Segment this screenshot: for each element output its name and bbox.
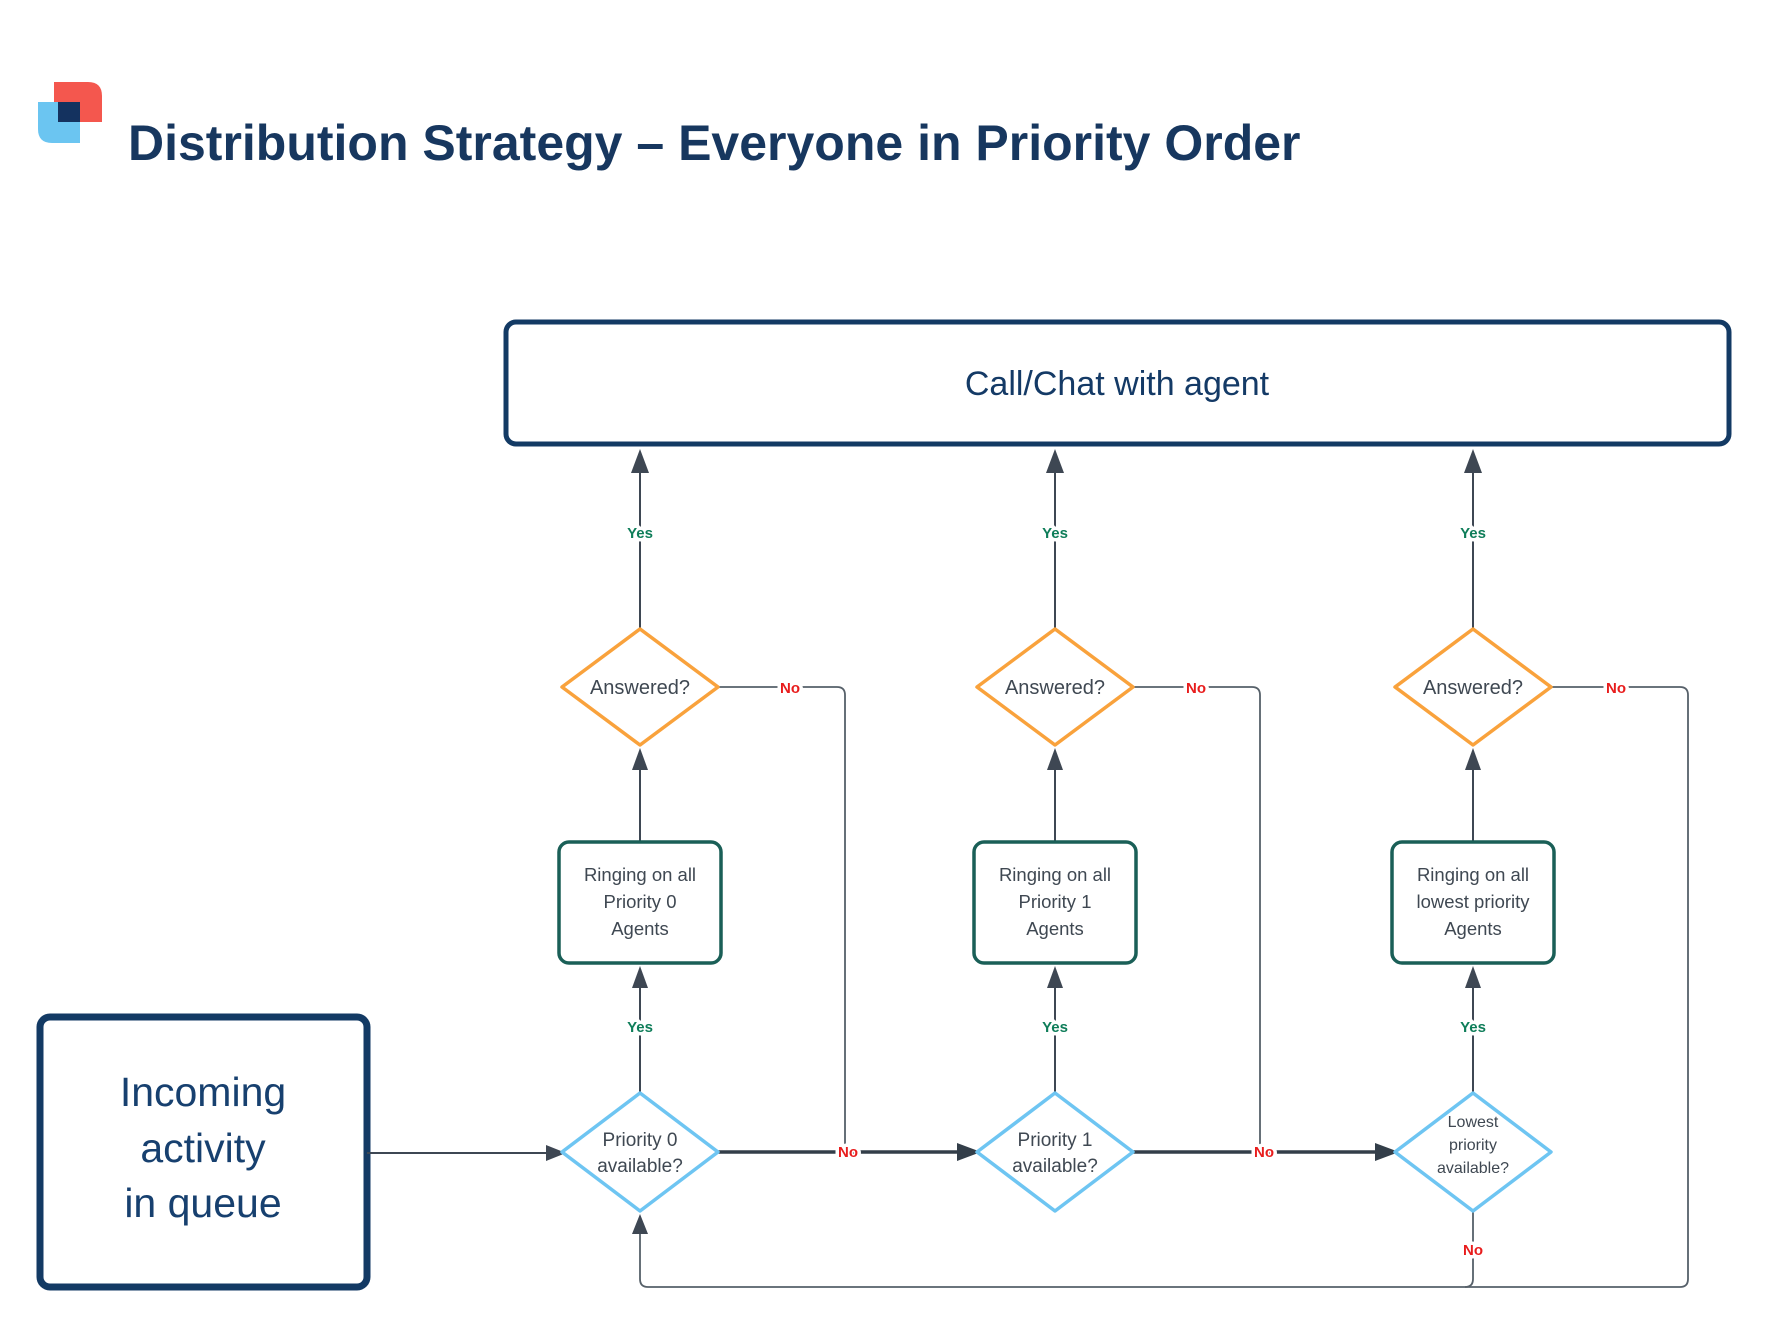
no-label-answered1: No — [780, 680, 800, 697]
no-loop-answered3-return — [639, 686, 1689, 1288]
arrowhead-callchat-3 — [1464, 449, 1482, 473]
no-loop-answered1 — [718, 686, 846, 1150]
call-chat-node — [503, 319, 1732, 447]
ringing-priority1-node — [972, 840, 1138, 965]
ringing1-line3: Agents — [611, 918, 669, 939]
arrowhead-answered1 — [632, 748, 648, 770]
ringing1-line2: Priority 0 — [604, 891, 677, 912]
priority1-available-diamond — [975, 1091, 1135, 1213]
p0-label-line2: available? — [597, 1156, 683, 1177]
page-title: Distribution Strategy – Everyone in Prio… — [128, 115, 1301, 171]
ringing3-line1: Ringing on all — [1417, 864, 1529, 885]
incoming-activity-line3: in queue — [124, 1180, 281, 1226]
ringing3-line2: lowest priority — [1416, 891, 1530, 912]
no-label-p1: No — [1254, 1144, 1274, 1161]
arrowhead-callchat-2 — [1046, 449, 1064, 473]
p1-label-line2: available? — [1012, 1156, 1098, 1177]
yes-label-lowest: Yes — [1460, 1019, 1486, 1036]
arrowhead-callchat-1 — [631, 449, 649, 473]
arrowhead-into-p1 — [957, 1143, 981, 1161]
no-label-answered2: No — [1186, 680, 1206, 697]
ringing2-line2: Priority 1 — [1019, 891, 1092, 912]
arrowhead-ring3 — [1465, 966, 1481, 988]
column-priority0: Yes Answered? No Ringing on all Priority… — [557, 449, 862, 1213]
no-label-answered3: No — [1606, 680, 1626, 697]
lowest-label-line3: available? — [1437, 1160, 1509, 1177]
no-loop-answered2 — [1133, 686, 1261, 1150]
arrowhead-answered3 — [1465, 748, 1481, 770]
lowest-label-line1: Lowest — [1448, 1114, 1499, 1131]
call-chat-label: Call/Chat with agent — [965, 365, 1270, 403]
priority0-available-diamond — [560, 1091, 720, 1213]
ringing-lowest-node — [1390, 840, 1556, 965]
lowest-label-line2: priority — [1449, 1137, 1497, 1154]
incoming-activity-line1: Incoming — [120, 1069, 286, 1115]
answered2-diamond — [975, 627, 1135, 747]
no-label-p0: No — [838, 1144, 858, 1161]
p0-label-line1: Priority 0 — [603, 1130, 678, 1151]
logo-navy-square — [58, 102, 80, 122]
yes-label-p1: Yes — [1042, 1019, 1068, 1036]
arrowhead-into-lowest — [1375, 1143, 1399, 1161]
column-lowest-priority: Yes Answered? No Ringing on all lowest p… — [1390, 449, 1630, 1263]
arrowhead-answered2 — [1047, 748, 1063, 770]
answered2-label: Answered? — [1005, 677, 1105, 699]
ringing2-line3: Agents — [1026, 918, 1084, 939]
yes-label-answered3: Yes — [1460, 525, 1486, 542]
brand-logo-icon — [38, 82, 102, 143]
answered3-diamond — [1393, 627, 1553, 747]
column-priority1: Yes Answered? No Ringing on all Priority… — [972, 449, 1278, 1213]
incoming-activity-line2: activity — [140, 1125, 266, 1171]
ringing1-line1: Ringing on all — [584, 864, 696, 885]
p1-label-line1: Priority 1 — [1018, 1130, 1093, 1151]
yes-label-answered2: Yes — [1042, 525, 1068, 542]
ringing2-line1: Ringing on all — [999, 864, 1111, 885]
arrowhead-ring1 — [632, 966, 648, 988]
yes-label-p0: Yes — [627, 1019, 653, 1036]
answered1-diamond — [560, 627, 720, 747]
ringing-priority0-node — [557, 840, 723, 965]
answered3-label: Answered? — [1423, 677, 1523, 699]
arrowhead-ring2 — [1047, 966, 1063, 988]
no-label-lowest: No — [1463, 1242, 1483, 1259]
ringing3-line3: Agents — [1444, 918, 1502, 939]
no-drop-lowest-to-return — [1464, 1211, 1474, 1288]
arrowhead-return-into-p0 — [632, 1214, 648, 1234]
arrowhead-into-p0 — [546, 1145, 566, 1161]
lowest-available-diamond — [1393, 1091, 1553, 1213]
answered1-label: Answered? — [590, 677, 690, 699]
yes-label-answered1: Yes — [627, 525, 653, 542]
